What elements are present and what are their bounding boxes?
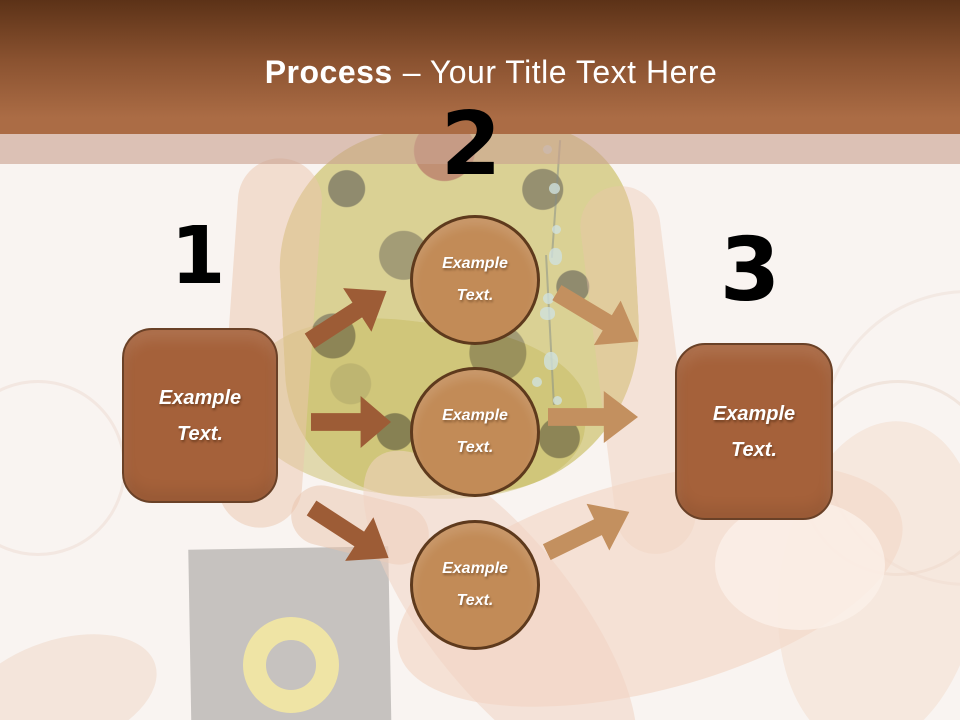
photo-necklace-bead	[549, 183, 560, 194]
photo-necklace-bead	[532, 377, 542, 387]
photo-hip	[0, 611, 173, 720]
banner-underline-strip	[0, 134, 960, 164]
slide-title-rest: – Your Title Text Here	[402, 53, 718, 90]
title-banner: Process – Your Title Text Here	[0, 0, 960, 134]
process-start-label: Example Text.	[158, 386, 242, 445]
step-number-2: 2	[440, 93, 502, 195]
step-number-3: 3	[719, 219, 781, 321]
step-number-1: 1	[170, 210, 226, 302]
process-circle-middle-label: Example Text.	[442, 407, 508, 456]
background-swirl	[0, 380, 126, 556]
process-circle-bottom-label: Example Text.	[442, 560, 508, 609]
photo-necklace-bead	[544, 352, 558, 370]
process-circle-bottom[interactable]: Example Text.	[410, 520, 540, 650]
process-circle-middle[interactable]: Example Text.	[410, 367, 540, 497]
process-circle-top[interactable]: Example Text.	[410, 215, 540, 345]
photo-necklace-bead	[552, 225, 561, 234]
process-start-box[interactable]: Example Text.	[122, 328, 278, 503]
photo-necklace-bead	[549, 248, 562, 265]
process-end-label: Example Text.	[712, 402, 796, 461]
photo-necklace-bead	[553, 396, 562, 405]
photo-necklace-bead	[543, 293, 554, 304]
slide-title: Process – Your Title Text Here	[0, 0, 960, 134]
process-end-box[interactable]: Example Text.	[675, 343, 833, 520]
photo-necklace-bead	[540, 307, 555, 320]
photo-speaker-ring	[243, 617, 339, 713]
photo-knee-highlight	[715, 500, 885, 630]
process-circle-top-label: Example Text.	[442, 255, 508, 304]
slide-title-emphasis: Process	[264, 53, 393, 90]
